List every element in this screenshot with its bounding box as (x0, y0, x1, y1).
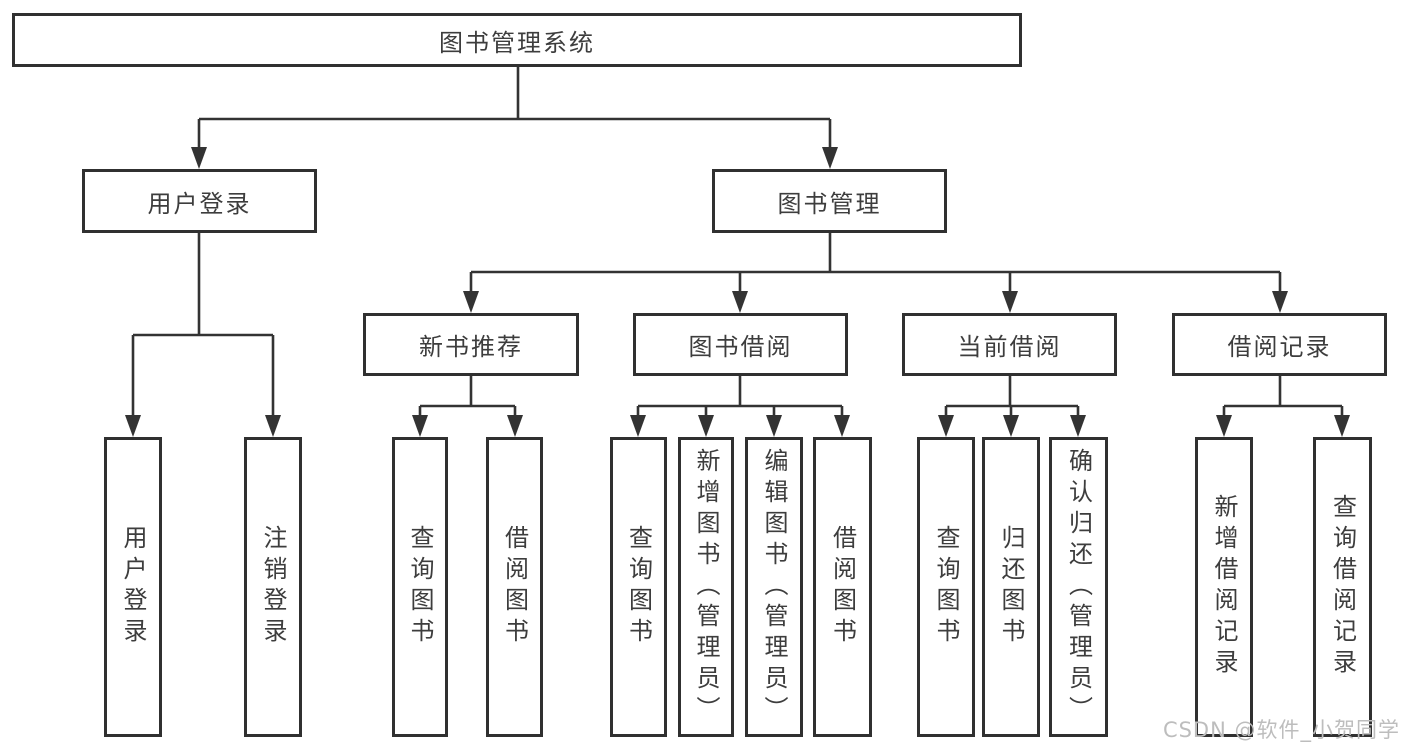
leaf-user-login: 用户登录 (104, 437, 162, 737)
leaf-label: 新增借阅记录 (1210, 494, 1238, 680)
leaf-label: 注销登录 (259, 525, 287, 649)
leaf-recommend-query-books: 查询图书 (392, 437, 448, 737)
leaf-current-query-books: 查询图书 (917, 437, 975, 737)
leaf-label: 用户登录 (119, 525, 147, 649)
node-label: 图书管理系统 (439, 28, 595, 57)
node-user-login: 用户登录 (82, 169, 317, 233)
node-library-management-system: 图书管理系统 (12, 13, 1022, 67)
leaf-label: 借阅图书 (500, 525, 529, 649)
node-label: 图书管理 (777, 189, 882, 218)
leaf-label: 查询图书 (624, 525, 653, 649)
leaf-label: 归还图书 (997, 525, 1025, 649)
leaf-label: 编辑图书（管理员） (760, 447, 788, 727)
leaf-label: 确认归还（管理员） (1064, 447, 1093, 727)
leaf-add-books-admin: 新增图书（管理员） (678, 437, 734, 737)
node-label: 新书推荐 (419, 333, 523, 361)
leaf-label: 查询借阅记录 (1328, 494, 1357, 680)
leaf-query-borrow-record: 查询借阅记录 (1313, 437, 1372, 737)
leaf-borrow-books: 借阅图书 (813, 437, 872, 737)
leaf-confirm-return-admin: 确认归还（管理员） (1049, 437, 1108, 737)
leaf-label: 查询图书 (406, 525, 434, 649)
leaf-edit-books-admin: 编辑图书（管理员） (745, 437, 803, 737)
node-new-book-recommend: 新书推荐 (363, 313, 579, 376)
node-label: 当前借阅 (957, 333, 1062, 361)
leaf-label: 借阅图书 (828, 525, 857, 649)
node-label: 借阅记录 (1227, 333, 1332, 361)
node-current-borrow: 当前借阅 (902, 313, 1117, 376)
node-borrow-records: 借阅记录 (1172, 313, 1387, 376)
leaf-add-borrow-record: 新增借阅记录 (1195, 437, 1253, 737)
leaf-logout: 注销登录 (244, 437, 302, 737)
leaf-recommend-borrow-books: 借阅图书 (486, 437, 543, 737)
watermark: CSDN @软件_小贺同学 (1162, 718, 1400, 742)
node-label: 用户登录 (147, 189, 252, 218)
arrowheads (125, 147, 1350, 437)
leaf-label: 新增图书（管理员） (692, 447, 720, 727)
node-book-management: 图书管理 (712, 169, 947, 233)
leaf-borrow-query-books: 查询图书 (610, 437, 667, 737)
leaf-return-books: 归还图书 (982, 437, 1040, 737)
node-label: 图书借阅 (688, 333, 793, 361)
node-book-borrow: 图书借阅 (633, 313, 848, 376)
leaf-label: 查询图书 (932, 525, 960, 649)
